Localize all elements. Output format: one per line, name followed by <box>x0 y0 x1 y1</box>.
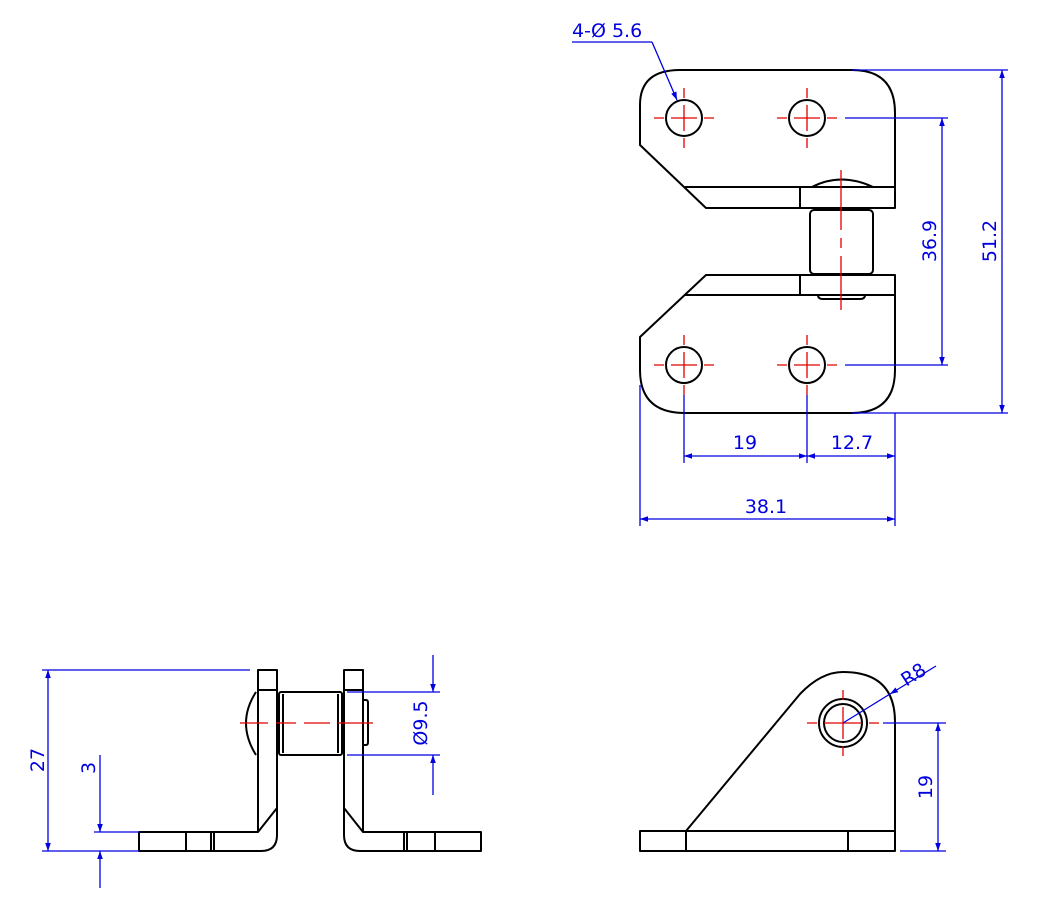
hole <box>665 346 703 384</box>
side-view: R8 19 <box>639 659 946 852</box>
centerlines <box>654 88 842 395</box>
left-bracket <box>138 669 278 852</box>
hole-callout: 4-Ø 5.6 <box>572 20 642 42</box>
dim-38-1: 38.1 <box>745 496 787 518</box>
dim-pin-diameter: Ø9.5 <box>410 700 432 745</box>
dimensions-top: 4-Ø 5.6 36.9 51.2 19 12.7 38.1 <box>572 20 1008 526</box>
top-view: 4-Ø 5.6 36.9 51.2 19 12.7 38.1 <box>572 20 1008 526</box>
lower-leaf-outline <box>639 274 896 414</box>
right-bracket <box>343 669 482 852</box>
hole <box>665 99 703 137</box>
dim-12-7: 12.7 <box>831 432 873 454</box>
mounting-holes <box>665 99 826 384</box>
lower-knuckle-bar <box>685 275 895 300</box>
side-profile <box>685 671 896 832</box>
hole <box>788 346 826 384</box>
dim-19-vertical: 19 <box>915 775 937 799</box>
upper-dome <box>811 178 874 188</box>
front-view: 27 3 Ø9.5 <box>27 655 482 888</box>
dimensions-front: 27 3 Ø9.5 <box>27 655 440 888</box>
upper-knuckle-bar <box>685 186 895 208</box>
dim-27: 27 <box>27 748 49 772</box>
dim-36-9: 36.9 <box>919 220 941 262</box>
dim-3: 3 <box>78 762 100 774</box>
hole <box>788 99 826 137</box>
side-base <box>639 830 896 852</box>
dim-51-2: 51.2 <box>979 220 1001 262</box>
dim-19-horizontal: 19 <box>733 432 757 454</box>
